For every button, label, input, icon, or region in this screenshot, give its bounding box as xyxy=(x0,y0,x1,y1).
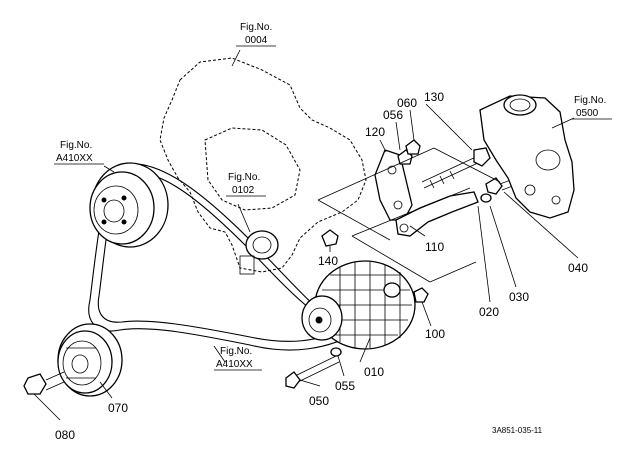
svg-text:Fig.No.: Fig.No. xyxy=(60,140,92,151)
nut-140 xyxy=(321,229,339,247)
part-label-056: 056 xyxy=(383,108,403,122)
part-label-100: 100 xyxy=(425,327,445,341)
svg-text:Fig.No.: Fig.No. xyxy=(228,172,260,183)
assembly-plane-upper xyxy=(317,147,501,241)
fig-ref-a410xx-top: Fig.No. A410XX xyxy=(54,140,104,165)
part-label-060: 060 xyxy=(397,96,417,110)
alternator xyxy=(301,260,416,350)
part-label-030: 030 xyxy=(509,290,529,304)
assembly-plane-lower xyxy=(351,187,477,283)
svg-text:A410XX: A410XX xyxy=(56,153,93,164)
timing-gear-hub xyxy=(239,230,279,275)
fig-ref-a410xx-bottom: Fig.No. A410XX xyxy=(214,346,262,371)
svg-text:Fig.No.: Fig.No. xyxy=(240,22,272,33)
fig-ref-0004: Fig.No. 0004 xyxy=(236,22,276,47)
washer-055 xyxy=(330,347,342,357)
engine-block-inner xyxy=(204,127,301,211)
fan-pulley xyxy=(89,162,169,248)
svg-text:A410XX: A410XX xyxy=(216,359,253,370)
drawing-code: 3A851-035-11 xyxy=(492,426,543,435)
svg-text:Fig.No.: Fig.No. xyxy=(220,346,252,357)
part-label-130: 130 xyxy=(424,90,444,104)
crankshaft-pulley xyxy=(57,323,123,397)
part-label-070: 070 xyxy=(108,401,128,415)
svg-text:0004: 0004 xyxy=(245,35,268,46)
part-label-080: 080 xyxy=(55,428,75,442)
fig-ref-0500: Fig.No. 0500 xyxy=(572,95,612,120)
part-label-055: 055 xyxy=(335,379,355,393)
alternator-mount-bolt xyxy=(285,355,340,389)
part-label-020: 020 xyxy=(479,305,499,319)
part-label-010: 010 xyxy=(364,365,384,379)
fan-belt-inner xyxy=(97,171,348,342)
part-label-120: 120 xyxy=(365,125,385,139)
crankshaft-bolt xyxy=(23,371,65,395)
nut-060 xyxy=(405,139,421,155)
water-flange-housing xyxy=(479,95,575,219)
part-label-050: 050 xyxy=(309,394,329,408)
part-label-140: 140 xyxy=(318,254,338,268)
fig-ref-0102: Fig.No. 0102 xyxy=(226,172,266,197)
leader-lines xyxy=(33,49,579,421)
washer-030 xyxy=(480,193,492,203)
part-label-040: 040 xyxy=(568,261,588,275)
svg-text:0102: 0102 xyxy=(232,185,255,196)
svg-text:0500: 0500 xyxy=(576,108,599,119)
fan-belt-outer xyxy=(88,163,362,351)
svg-text:Fig.No.: Fig.No. xyxy=(574,95,606,106)
nut-100 xyxy=(413,287,429,303)
long-bolt-130 xyxy=(421,147,491,189)
part-label-110: 110 xyxy=(425,240,444,254)
